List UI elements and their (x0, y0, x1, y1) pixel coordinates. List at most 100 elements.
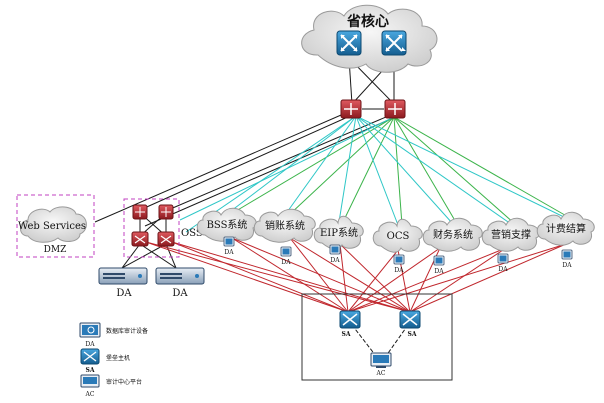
core-cloud: 省核心 (301, 4, 438, 73)
system-da-label-3: DA (394, 267, 404, 274)
system-da-screen-3 (395, 256, 403, 263)
system-cloud-shape-6 (536, 211, 595, 246)
link-fw-oss-2 (167, 113, 394, 211)
link-red-to-sa-left-5 (347, 249, 399, 313)
link-red-to-sa-right-1 (171, 241, 411, 313)
sa-right[interactable]: SA (399, 310, 421, 338)
system-da-label-1: DA (281, 259, 291, 266)
link-red-to-sa-left-8 (347, 243, 567, 313)
system-da-label-6: DA (562, 262, 572, 269)
system-da-screen-5 (499, 255, 507, 262)
link-red-to-sa-left-1 (171, 241, 349, 313)
core-router-left[interactable] (336, 30, 362, 56)
core-firewall-left[interactable] (340, 99, 362, 119)
system-da-label-5: DA (498, 266, 508, 273)
sa-left[interactable]: SA (339, 310, 361, 338)
oss-router-left[interactable] (131, 231, 149, 247)
database-audit-device-icon (79, 322, 101, 338)
link-oss-da-3 (121, 243, 167, 269)
audit-links (145, 237, 567, 313)
legend-code-da: DA (85, 341, 95, 348)
link-oss-da-1 (121, 243, 141, 269)
link-green-system-5 (393, 116, 516, 225)
system-da-6[interactable]: DA (561, 249, 573, 269)
link-fw-oss-3 (144, 117, 394, 227)
oss-zone: OSS (123, 198, 203, 258)
ac-platform[interactable]: AC (370, 352, 392, 377)
system-da-5[interactable]: DA (497, 253, 509, 273)
link-sa-ac-left (351, 324, 377, 357)
oss-firewall-left[interactable] (132, 204, 148, 220)
system-da-2[interactable]: DA (329, 244, 341, 264)
system-cloud-shape-3 (372, 218, 423, 253)
link-teal-system-6 (355, 115, 567, 219)
web-services-cloud[interactable]: Web Services (18, 206, 87, 243)
link-oss-da-2 (139, 243, 177, 269)
link-teal-system-1 (284, 115, 357, 216)
system-cloud-5[interactable]: 营销支撑 (481, 217, 540, 252)
system-cloud-shape-1 (253, 208, 316, 243)
core-firewall-right[interactable] (384, 99, 406, 119)
system-label-0: BSS系统 (207, 218, 248, 231)
link-fw-oss-1 (139, 115, 351, 211)
system-cloud-4[interactable]: 财务系统 (422, 217, 483, 252)
legend-code-ac: AC (85, 391, 95, 398)
link-teal-system-3 (355, 115, 399, 226)
link-teal-system-4 (355, 115, 454, 225)
system-cloud-shape-2 (313, 215, 364, 250)
system-da-screen-1 (282, 248, 290, 255)
system-cloud-6[interactable]: 计费结算 (536, 211, 595, 246)
link-red-to-sa-right-8 (409, 243, 567, 313)
legend-item-ac: 审计中心平台 AC (80, 374, 142, 398)
dmz-label: DMZ (44, 245, 67, 255)
system-cloud-1[interactable]: 销账系统 (253, 208, 316, 243)
legend-item-sa: 堡垒主机 SA (80, 348, 130, 374)
legend-text-da: 数据库审计设备 (106, 327, 148, 335)
oss-router-right[interactable] (157, 231, 175, 247)
legend-text-sa: 堡垒主机 (106, 354, 130, 362)
system-da-1[interactable]: DA (280, 246, 292, 266)
system-da-3[interactable]: DA (393, 254, 405, 274)
system-cloud-shape-0 (196, 207, 257, 242)
link-red-to-sa-right-0 (145, 241, 411, 313)
sa-right-label: SA (408, 331, 417, 338)
system-label-4: 财务系统 (433, 228, 473, 241)
link-red-to-sa-left-0 (145, 241, 349, 313)
core-label: 省核心 (346, 13, 389, 30)
legend: 数据库审计设备 DA 堡垒主机 SA 审计中心平台 AC (79, 322, 148, 398)
system-cloud-0[interactable]: BSS系统 (196, 207, 257, 242)
system-label-2: EIP系统 (320, 226, 358, 239)
link-red-to-sa-right-2 (231, 237, 411, 313)
da-appliance-left[interactable]: DA (98, 267, 148, 299)
system-cloud-shape-5 (481, 217, 540, 252)
link-teal-system-2 (338, 115, 357, 223)
audit-zone: SA SA AC (301, 293, 453, 381)
system-label-5: 营销支撑 (491, 228, 531, 241)
bastion-host-icon (80, 348, 100, 365)
link-green-system-0 (230, 116, 395, 215)
oss-label: OSS (181, 228, 203, 239)
system-label-1: 销账系统 (265, 219, 305, 232)
da-appliance-left-label: DA (116, 288, 132, 299)
link-teal-system-0 (226, 115, 357, 215)
system-cloud-3[interactable]: OCS (372, 218, 423, 253)
ac-label: AC (376, 370, 386, 377)
system-da-0[interactable]: DA (223, 236, 235, 256)
system-da-screen-6 (563, 251, 571, 258)
link-red-to-sa-left-7 (347, 247, 507, 313)
link-red-to-sa-left-3 (289, 237, 349, 313)
link-teal-system-5 (355, 115, 512, 225)
system-label-6: 计费结算 (546, 222, 586, 235)
system-da-4[interactable]: DA (433, 255, 445, 275)
core-router-right[interactable] (381, 30, 407, 56)
link-red-to-sa-right-3 (289, 237, 411, 313)
links-layer (94, 57, 571, 357)
system-cloud-2[interactable]: EIP系统 (313, 215, 364, 250)
link-sa-ac-right (385, 324, 409, 357)
link-red-to-sa-right-7 (409, 247, 507, 313)
oss-firewall-right[interactable] (158, 204, 174, 220)
da-appliance-right[interactable]: DA (155, 267, 205, 299)
system-da-screen-2 (331, 246, 339, 253)
